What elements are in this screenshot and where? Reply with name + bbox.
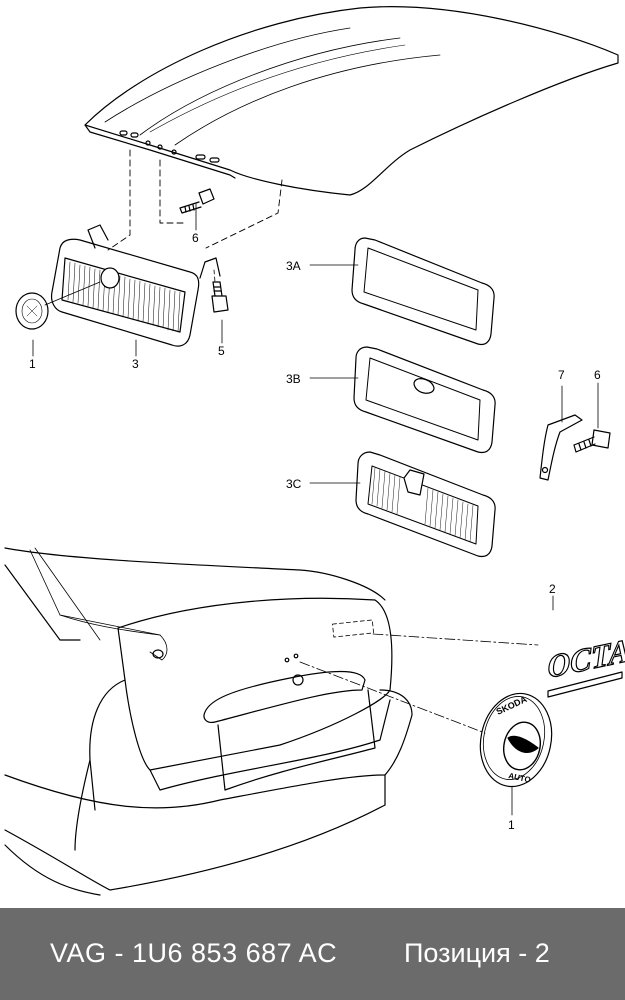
- callout-2-lettering: 2: [549, 582, 556, 596]
- callout-7-bracket: 7: [558, 368, 565, 382]
- position-label: Позиция - 2: [404, 938, 550, 968]
- callout-3A: 3A: [286, 259, 301, 273]
- callout-6-right-bolt: 6: [594, 368, 601, 382]
- callout-1-large-emblem: 1: [508, 818, 515, 832]
- parts-diagram: OCTAVIA SKODA AUTO 1 3 5 6 3A 3B 3C 7 6 …: [4, 6, 625, 896]
- assembly-lines-top: [107, 149, 283, 251]
- small-emblem: [15, 292, 49, 330]
- part-number: VAG - 1U6 853 687 AC: [50, 938, 338, 968]
- callout-5-bolt: 5: [218, 344, 225, 358]
- car-rear: [4, 547, 413, 896]
- bracket-7: [539, 385, 583, 481]
- bolt-6-top: [179, 188, 215, 231]
- hood: [84, 6, 619, 196]
- bolt-6-right: [573, 382, 611, 453]
- grille-assembly: [50, 224, 221, 347]
- callout-3C: 3C: [286, 477, 302, 491]
- callout-3B: 3B: [286, 372, 301, 386]
- callout-3-grille: 3: [132, 357, 139, 371]
- frame-3A: [309, 237, 495, 346]
- bolt-5: [211, 269, 229, 344]
- grille-3C: [309, 451, 496, 558]
- footer-bar: VAG - 1U6 853 687 AC Позиция - 2: [0, 908, 625, 1000]
- emblem-auto-text: AUTO: [508, 771, 532, 784]
- callout-6-top-bolt: 6: [192, 231, 199, 245]
- callout-1-small-emblem: 1: [29, 357, 36, 371]
- grille-3C-slats: [371, 467, 474, 543]
- octavia-lettering: [547, 595, 623, 698]
- large-emblem: [479, 692, 553, 816]
- grille-slats: [67, 261, 181, 333]
- frame-3B: [309, 346, 496, 454]
- assembly-lines-bottom: [299, 633, 539, 734]
